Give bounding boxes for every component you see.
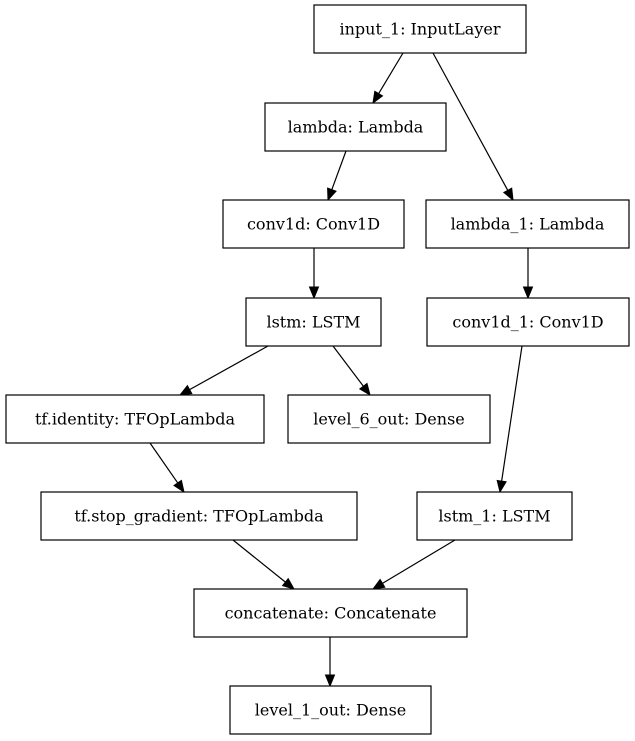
node-label: lambda: Lambda xyxy=(288,118,424,137)
node-label: input_1: InputLayer xyxy=(340,20,501,39)
edge-line xyxy=(332,345,364,387)
arrowhead-icon xyxy=(178,384,193,396)
node-box xyxy=(245,297,382,347)
node-box xyxy=(416,491,573,541)
edge-line xyxy=(189,345,269,391)
edge-line xyxy=(149,442,179,484)
arrowhead-icon xyxy=(324,674,336,688)
edge-line xyxy=(501,345,523,482)
node-box xyxy=(426,297,630,347)
node-level_1_out: level_1_out: Dense xyxy=(229,685,432,735)
edge-lambda_1-to-conv1d_1 xyxy=(522,248,534,300)
node-lambda_1: lambda_1: Lambda xyxy=(425,199,630,249)
node-conv1d: conv1d: Conv1D xyxy=(222,199,405,249)
node-conv1d_1: conv1d_1: Conv1D xyxy=(426,297,630,347)
edge-lstm_1-to-concatenate xyxy=(371,539,456,590)
arrowhead-icon xyxy=(327,187,337,202)
node-label: level_6_out: Dense xyxy=(313,410,465,429)
edge-conv1d_1-to-lstm_1 xyxy=(496,345,523,494)
edge-conv1d-to-lstm xyxy=(308,248,320,300)
edge-lstm-to-level_6_out xyxy=(332,345,371,397)
node-box xyxy=(313,4,527,54)
edge-tf_identity-to-tf_stop_gradient xyxy=(149,442,185,494)
arrowhead-icon xyxy=(358,382,371,397)
arrowhead-icon xyxy=(308,286,320,300)
edge-line xyxy=(232,539,286,583)
node-box xyxy=(193,588,468,638)
arrowhead-icon xyxy=(281,577,296,590)
node-label: lstm: LSTM xyxy=(266,313,360,332)
node-label: tf.identity: TFOpLambda xyxy=(35,410,235,429)
node-label: level_1_out: Dense xyxy=(255,701,407,720)
node-box xyxy=(5,394,265,444)
edge-line xyxy=(432,52,509,191)
edge-input_1-to-lambda xyxy=(372,52,404,105)
edges-layer xyxy=(149,52,534,688)
node-label: concatenate: Concatenate xyxy=(225,604,437,623)
arrowhead-icon xyxy=(371,578,386,590)
nodes-layer: input_1: InputLayer lambda: Lambda conv1d:… xyxy=(5,4,630,735)
arrowhead-icon xyxy=(502,187,514,202)
arrowhead-icon xyxy=(372,90,384,105)
edge-tf_stop_gradient-to-concatenate xyxy=(232,539,296,590)
node-box xyxy=(229,685,432,735)
node-label: tf.stop_gradient: TFOpLambda xyxy=(74,507,324,526)
node-tf_stop_gradient: tf.stop_gradient: TFOpLambda xyxy=(40,491,358,541)
node-label: conv1d_1: Conv1D xyxy=(452,313,603,332)
node-box xyxy=(40,491,358,541)
edge-lstm-to-tf_identity xyxy=(178,345,269,396)
edge-line xyxy=(382,539,456,584)
edge-line xyxy=(331,150,347,190)
node-level_6_out: level_6_out: Dense xyxy=(287,394,491,444)
edge-line xyxy=(378,52,404,94)
edge-concatenate-to-level_1_out xyxy=(324,637,336,688)
edge-lambda-to-conv1d xyxy=(327,150,347,202)
node-label: lambda_1: Lambda xyxy=(451,215,605,234)
node-input_1: input_1: InputLayer xyxy=(313,4,527,54)
node-label: lstm_1: LSTM xyxy=(438,507,550,526)
arrowhead-icon xyxy=(522,286,534,300)
arrowhead-icon xyxy=(496,479,507,494)
node-box xyxy=(222,199,405,249)
edge-input_1-to-lambda_1 xyxy=(432,52,514,202)
node-concatenate: concatenate: Concatenate xyxy=(193,588,468,638)
arrowhead-icon xyxy=(173,479,185,494)
node-box xyxy=(425,199,630,249)
node-label: conv1d: Conv1D xyxy=(247,215,380,234)
node-box xyxy=(287,394,491,444)
node-box xyxy=(264,102,447,152)
node-lstm: lstm: LSTM xyxy=(245,297,382,347)
node-tf_identity: tf.identity: TFOpLambda xyxy=(5,394,265,444)
node-lstm_1: lstm_1: LSTM xyxy=(416,491,573,541)
node-lambda: lambda: Lambda xyxy=(264,102,447,152)
